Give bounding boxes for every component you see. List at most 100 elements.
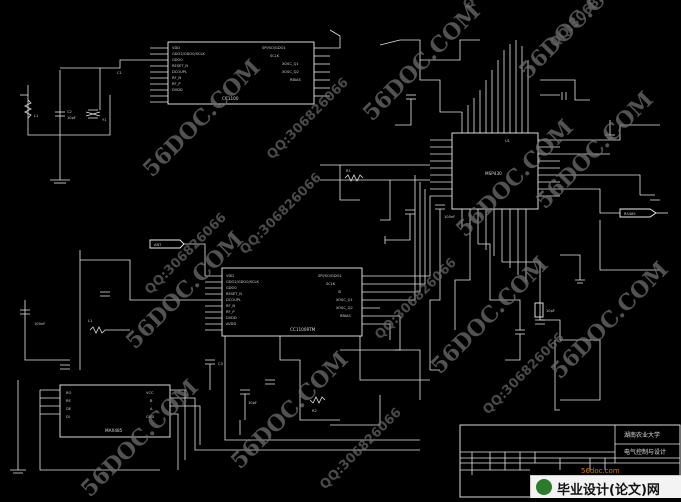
wire xyxy=(429,225,456,371)
wire xyxy=(320,164,430,221)
mcu-body xyxy=(451,132,539,210)
pin-label: AVDD xyxy=(226,322,236,326)
net-label-rs485: RS485 xyxy=(624,212,636,216)
ant-flag-top xyxy=(379,39,401,46)
brand-mark-icon xyxy=(536,479,552,495)
title-block-grid xyxy=(471,452,606,475)
pin-label: SPI/SO/GDO1 xyxy=(318,274,342,278)
capacitor xyxy=(405,209,415,215)
antenna-network-top: L1 C2 10pF Y1 C1 xyxy=(20,59,150,184)
chip-mid-right-pins xyxy=(362,275,380,325)
net-label-ant: ANT xyxy=(154,243,162,247)
capacitor xyxy=(60,364,70,370)
component-label: C1 xyxy=(117,71,122,75)
watermark-qq: QQ:306826066 xyxy=(372,255,459,342)
pin-label: DI xyxy=(66,415,70,419)
component-label: L1 xyxy=(34,114,38,118)
max485-wires xyxy=(39,389,420,471)
pin-label: RBIAS xyxy=(340,314,351,318)
pin-label: VDD xyxy=(172,46,180,50)
wire xyxy=(505,334,560,411)
max485-body xyxy=(59,384,171,438)
pin-label: DCOUPL xyxy=(172,70,187,74)
capacitor-bank xyxy=(205,359,275,420)
mcu-left-pins xyxy=(430,139,452,197)
component-label: Y1 xyxy=(102,118,106,122)
mcu-name: MSP430 xyxy=(485,171,502,176)
pin-label: XOSC_Q2 xyxy=(282,70,299,74)
ground xyxy=(10,380,26,474)
wire xyxy=(184,243,206,276)
pin-label: GDO2/GDO0/SCLK xyxy=(226,280,260,284)
chip-body xyxy=(221,267,363,337)
watermark-qq: QQ:306826066 xyxy=(264,75,351,162)
max485-name: MAX485 xyxy=(105,428,123,433)
pin-label: GDO0 xyxy=(172,58,183,62)
pin-label: GDO0 xyxy=(226,286,237,290)
component-label: 100nF xyxy=(444,215,455,219)
pin-label: RE xyxy=(66,399,71,403)
capacitor xyxy=(100,291,110,297)
chip-top-left-pins: VDD GDO2/GDO0/SCLK GDO0 RESET_N DCOUPL R… xyxy=(150,46,206,103)
watermark-qq: QQ:306826066 xyxy=(237,170,324,257)
pin-label: VCC xyxy=(146,391,154,395)
wire xyxy=(24,250,205,370)
watermark-site: 56DOC.COM xyxy=(76,374,204,498)
title-line-2: 电气控制与设计 xyxy=(624,448,666,456)
pin-label: SI xyxy=(338,290,341,294)
component-label: 10pF xyxy=(248,401,257,405)
capacitor xyxy=(20,309,30,315)
pin-label: RESET_N xyxy=(172,64,188,68)
mcu-top-pins xyxy=(461,40,529,133)
mcu-right-pins xyxy=(538,139,560,197)
wire xyxy=(560,339,601,401)
pin-label: DVDD xyxy=(172,88,183,92)
footer-brand: 毕业设计(论文)网 xyxy=(557,483,660,498)
pin-label: XOSC_Q1 xyxy=(282,62,299,66)
capacitor xyxy=(515,319,545,335)
pin-label: SCLK xyxy=(270,54,280,58)
component-label: C2 xyxy=(67,110,72,114)
chip-name-mid: CC1100RTM xyxy=(290,327,316,332)
wire xyxy=(540,79,590,101)
footer-brand-logo[interactable]: 56doc.com 毕业设计(论文)网 xyxy=(530,467,681,498)
watermarks: 56DOC.COM QQ:306826066 56DOC.COM QQ:3068… xyxy=(76,0,674,502)
pin-label: RO xyxy=(66,391,71,395)
chip-name-top: CC1100 xyxy=(222,96,239,101)
wire xyxy=(224,336,420,441)
inductor xyxy=(89,326,130,334)
pin-label: RF_P xyxy=(226,310,235,314)
wire xyxy=(400,39,462,113)
watermark-site: 56DOC.COM xyxy=(138,54,266,182)
wire xyxy=(329,29,341,49)
spi-bus xyxy=(380,175,431,301)
pin-label: VDD xyxy=(226,274,234,278)
watermark-site: 56DOC.COM xyxy=(546,256,674,384)
wire xyxy=(395,99,412,126)
pin-label: RF_P xyxy=(172,82,181,86)
microcontroller: MSP430 U1 RS485 R1 100nF 10pF xyxy=(320,39,668,411)
component-label: R2 xyxy=(312,409,317,413)
component-label: R1 xyxy=(346,169,351,173)
footer-site: 56doc.com xyxy=(581,467,620,475)
ground xyxy=(605,120,615,139)
pin-label: B xyxy=(150,399,153,403)
pin-label: RF_N xyxy=(172,76,181,80)
wire xyxy=(384,214,411,244)
pin-label: RF_N xyxy=(226,304,235,308)
component-label: C3 xyxy=(218,362,223,366)
ground xyxy=(560,254,585,284)
chip-top-right-pins: SPI/SO/GDO1 SCLK XOSC_Q1 XOSC_Q2 RBIAS xyxy=(262,46,330,97)
interconnect-wires xyxy=(239,225,601,435)
wire xyxy=(560,124,660,214)
pin-label: GDO2/GDO0/SCLK xyxy=(172,52,206,56)
pin-label: A xyxy=(150,407,153,411)
wire xyxy=(340,336,430,400)
pin-label: RBIAS xyxy=(290,78,301,82)
component-label: 100nF xyxy=(34,322,45,326)
component-label: 10pF xyxy=(67,116,76,120)
crystal-y2 xyxy=(534,302,544,318)
pin-label: DE xyxy=(66,407,72,411)
